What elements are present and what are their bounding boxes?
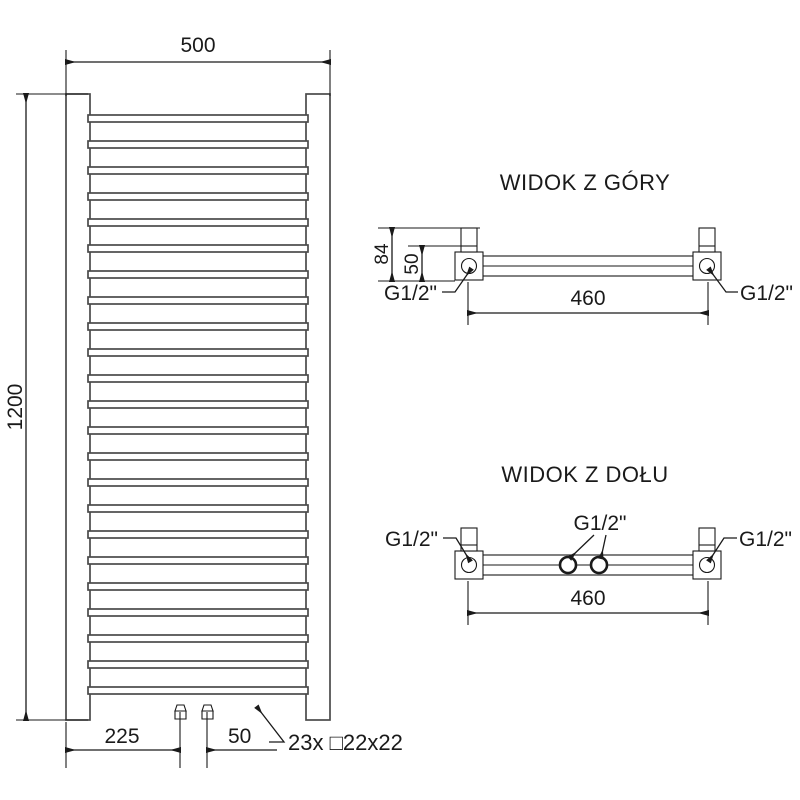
dim-bottom-span-460 [467,581,709,625]
rungs-note-leader [254,704,286,743]
inner-dimension-label: 50 [402,253,423,274]
valve-stub-left [174,704,187,720]
width-dimension-label: 500 [180,34,215,57]
bottom-view-center-outlet-right [589,555,609,575]
bottom-view-right-stub [698,527,716,552]
dim-top-span-460 [467,282,709,325]
top-right-connector-label: G1/2" [740,282,793,305]
dim-width-500 [65,50,331,96]
bottom-view-left-stub [460,527,478,552]
bottom-view-center-outlet-left [558,555,578,575]
front-view-radiator [65,93,331,721]
dim-height-1200 [16,93,88,721]
rung-group [87,114,309,695]
bottom-right-connector-label: G1/2" [739,528,792,551]
spacing-dimension-label: 50 [228,725,251,748]
bottom-left-connector-label: G1/2" [385,528,438,551]
dim-bottom-group [65,712,277,768]
depth-dimension-label: 84 [372,243,393,265]
left-rail [65,93,91,721]
offset-dimension-label: 225 [104,725,139,748]
top-view-right-stub [698,227,716,253]
bottom-left-connector-leader [443,537,473,564]
top-view-title: WIDOK Z GÓRY [500,170,671,195]
rungs-note-label: 23x □22x22 [288,730,403,755]
dim-inner-50 [408,245,461,282]
height-dimension-label: 1200 [4,384,27,431]
bottom-view-title: WIDOK Z DOŁU [501,462,668,487]
top-left-connector-label: G1/2" [384,282,437,305]
top-left-connector-leader [442,266,474,293]
bottom-center-connector-label: G1/2" [574,512,627,535]
top-span-dimension-label: 460 [570,287,605,310]
bottom-span-dimension-label: 460 [570,587,605,610]
top-right-connector-leader [706,266,738,293]
bottom-center-connector-leader [567,534,607,561]
right-rail [305,93,331,721]
top-view-assembly [454,227,722,281]
top-view-left-stub [460,227,478,253]
bottom-view-assembly [454,527,722,580]
bottom-right-connector-leader [706,537,737,564]
